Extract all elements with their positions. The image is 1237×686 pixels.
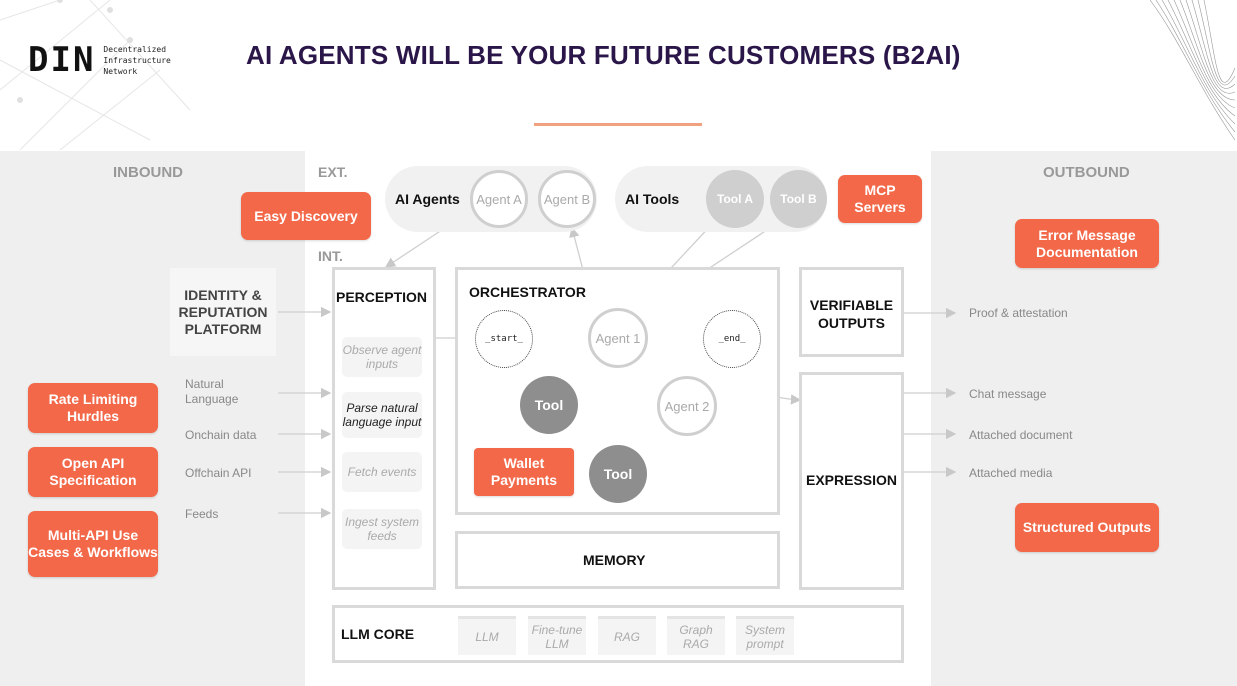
perception-item-parse: Parse natural language input [342,392,422,438]
verifiable-outputs-box [799,267,904,357]
tool-node-1: Tool [520,376,578,434]
tool-a-node: Tool A [706,170,764,228]
open-api-badge: Open API Specification [28,447,158,497]
agent-a-node: Agent A [470,170,528,228]
start-node: _start_ [475,310,533,368]
error-message-badge: Error Message Documentation [1015,219,1159,268]
logo: DIN Decentralized Infrastructure Network [28,40,171,80]
rate-limiting-badge: Rate Limiting Hurdles [28,383,158,433]
logo-line-1: Decentralized [103,44,167,54]
llm-core-item-graph-rag: Graph RAG [667,616,725,655]
input-onchain-data: Onchain data [185,428,257,442]
ai-tools-label: AI Tools [625,191,680,207]
verifiable-outputs-title: VERIFIABLE OUTPUTS [809,297,894,331]
output-proof: Proof & attestation [969,306,1068,320]
wave-decoration [1149,0,1236,141]
logo-mark: DIN [28,40,96,80]
identity-platform: IDENTITY & REPUTATION PLATFORM [170,268,276,356]
structured-outputs-badge: Structured Outputs [1015,503,1159,552]
agent-1-node: Agent 1 [588,308,648,368]
tool-b-node: Tool B [770,170,827,228]
input-offchain-api: Offchain API [185,466,252,480]
outbound-header: OUTBOUND [1043,164,1130,181]
logo-line-3: Network [103,66,138,76]
output-attached-media: Attached media [969,466,1053,480]
expression-title: EXPRESSION [805,472,898,488]
wallet-payments-badge: Wallet Payments [474,448,574,496]
title-underline [534,123,702,126]
end-node: _end_ [703,310,761,368]
perception-item-ingest: Ingest system feeds [342,509,422,549]
llm-core-title: LLM CORE [341,626,415,642]
inbound-header: INBOUND [113,164,183,181]
network-decoration [0,0,191,150]
perception-title: PERCEPTION [336,289,428,305]
easy-discovery-badge: Easy Discovery [241,192,371,240]
ext-label: EXT. [318,164,348,180]
page-title: AI AGENTS WILL BE YOUR FUTURE CUSTOMERS … [246,40,961,70]
memory-title: MEMORY [583,552,646,568]
llm-core-item-fine-tune: Fine-tune LLM [528,616,586,655]
input-natural-language: Natural Language [185,377,239,406]
memory-box [455,531,780,589]
agent-2-node: Agent 2 [657,376,717,436]
agent-b-node: Agent B [538,170,596,228]
ai-agents-label: AI Agents [395,191,460,207]
mcp-servers-badge: MCP Servers [838,175,922,223]
output-attached-document: Attached document [969,428,1073,442]
input-feeds: Feeds [185,507,219,521]
orchestrator-title: ORCHESTRATOR [469,284,586,300]
multi-api-badge: Multi-API Use Cases & Workflows [28,511,158,577]
perception-item-fetch: Fetch events [342,452,422,492]
expression-box [799,372,904,590]
llm-core-item-system-prompt: System prompt [736,616,794,655]
output-chat-message: Chat message [969,387,1047,401]
logo-line-2: Infrastructure [103,55,171,65]
int-label: INT. [318,248,343,264]
llm-core-item-rag: RAG [598,616,656,655]
perception-item-observe: Observe agent inputs [342,337,422,377]
tool-node-2: Tool [589,445,647,503]
llm-core-item-llm: LLM [458,616,516,655]
